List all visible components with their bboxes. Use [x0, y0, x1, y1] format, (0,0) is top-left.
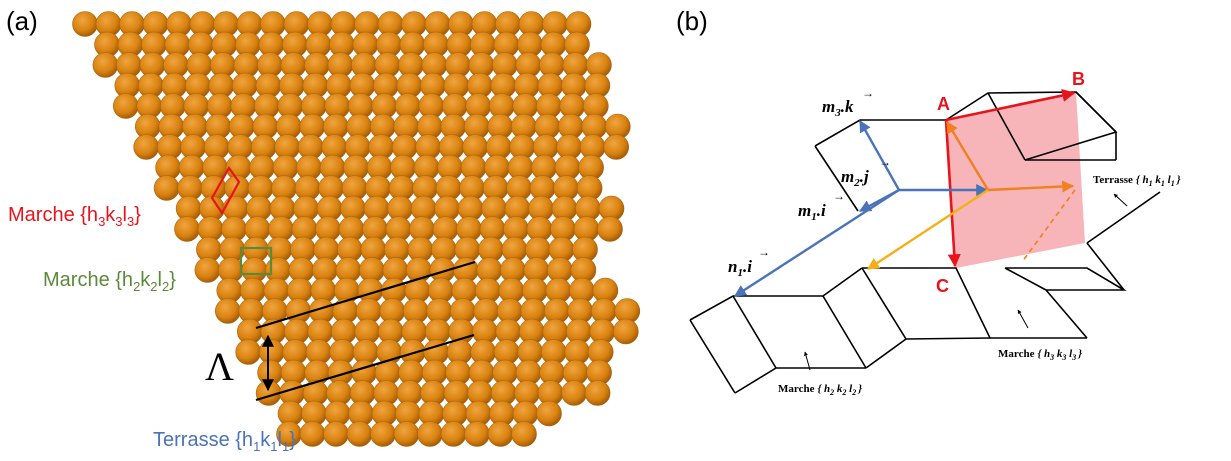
arrow-over-i1-icon: →: [833, 189, 845, 203]
step-h3-label: Marche {h3k3l3}: [8, 204, 141, 229]
step-h2-annotation: Marche{ h2 k2 l2}: [778, 383, 862, 397]
atom: [346, 421, 373, 447]
terrace-line-lower: [255, 333, 475, 402]
step-h3-annotation: Marche{ h3 k3 l3}: [998, 348, 1082, 362]
label-m1i: m1.i: [798, 201, 826, 223]
label-n1i: n1.i: [728, 257, 752, 279]
terrace-pointer: [1113, 193, 1128, 207]
atom: [511, 421, 537, 447]
terrace-label: Terrasse {h1k1l1}: [153, 429, 296, 454]
point-a-label: A: [937, 94, 950, 114]
atom: [584, 380, 611, 406]
atom: [597, 216, 623, 242]
atom: [370, 421, 396, 447]
atom: [113, 93, 139, 119]
step-h2-pointer: [804, 351, 811, 371]
atom: [235, 339, 261, 365]
atom: [561, 380, 587, 406]
step-h2-marker: [239, 246, 273, 276]
atom: [174, 216, 200, 242]
atom: [487, 421, 514, 447]
vector-orange-dashed: [1021, 189, 1076, 263]
atom: [393, 421, 420, 447]
atom: [194, 257, 221, 283]
step-h3-pointer: [1017, 309, 1029, 329]
atom: [299, 421, 326, 447]
atom: [612, 318, 639, 345]
vector-n1i: [733, 188, 900, 298]
step-wireframe: [689, 91, 1161, 394]
atom: [133, 134, 159, 160]
atom: [603, 134, 630, 160]
atom: [417, 421, 443, 447]
step-h2-label: Marche {h2k2l2}: [43, 269, 176, 294]
lambda-label: Λ: [205, 344, 234, 389]
point-b-label: B: [1072, 69, 1085, 89]
point-c-label: C: [936, 276, 949, 296]
atom: [92, 52, 119, 78]
atom-lattice: [72, 11, 641, 447]
atom: [153, 175, 180, 201]
atom: [464, 421, 490, 447]
terrace-annotation: Terrasse{ h1 k1 l1}: [1093, 174, 1181, 188]
atom: [323, 421, 349, 447]
panel-b-label: (b): [676, 6, 708, 36]
vector-ab: [945, 89, 1076, 122]
vector-ac: [944, 119, 961, 268]
vector-orange-right: [987, 180, 1075, 193]
label-m3k: m3.k: [822, 97, 854, 119]
vector-m3k: [858, 119, 901, 191]
atom: [215, 298, 241, 324]
terrace-line-upper: [255, 260, 476, 330]
panel-a-label: (a): [6, 6, 38, 36]
label-m2j: m2.j: [841, 167, 869, 189]
atom: [72, 11, 98, 37]
vector-orange-up: [945, 120, 990, 191]
arrow-over-i2-icon: →: [758, 245, 770, 259]
arrow-over-j-icon: →: [879, 155, 891, 169]
pink-plane: [946, 92, 1085, 268]
arrow-over-k-icon: →: [862, 86, 874, 100]
vector-yellow: [866, 188, 989, 271]
atom: [440, 421, 467, 447]
atom: [536, 400, 562, 427]
step-h3-marker: [210, 165, 241, 216]
